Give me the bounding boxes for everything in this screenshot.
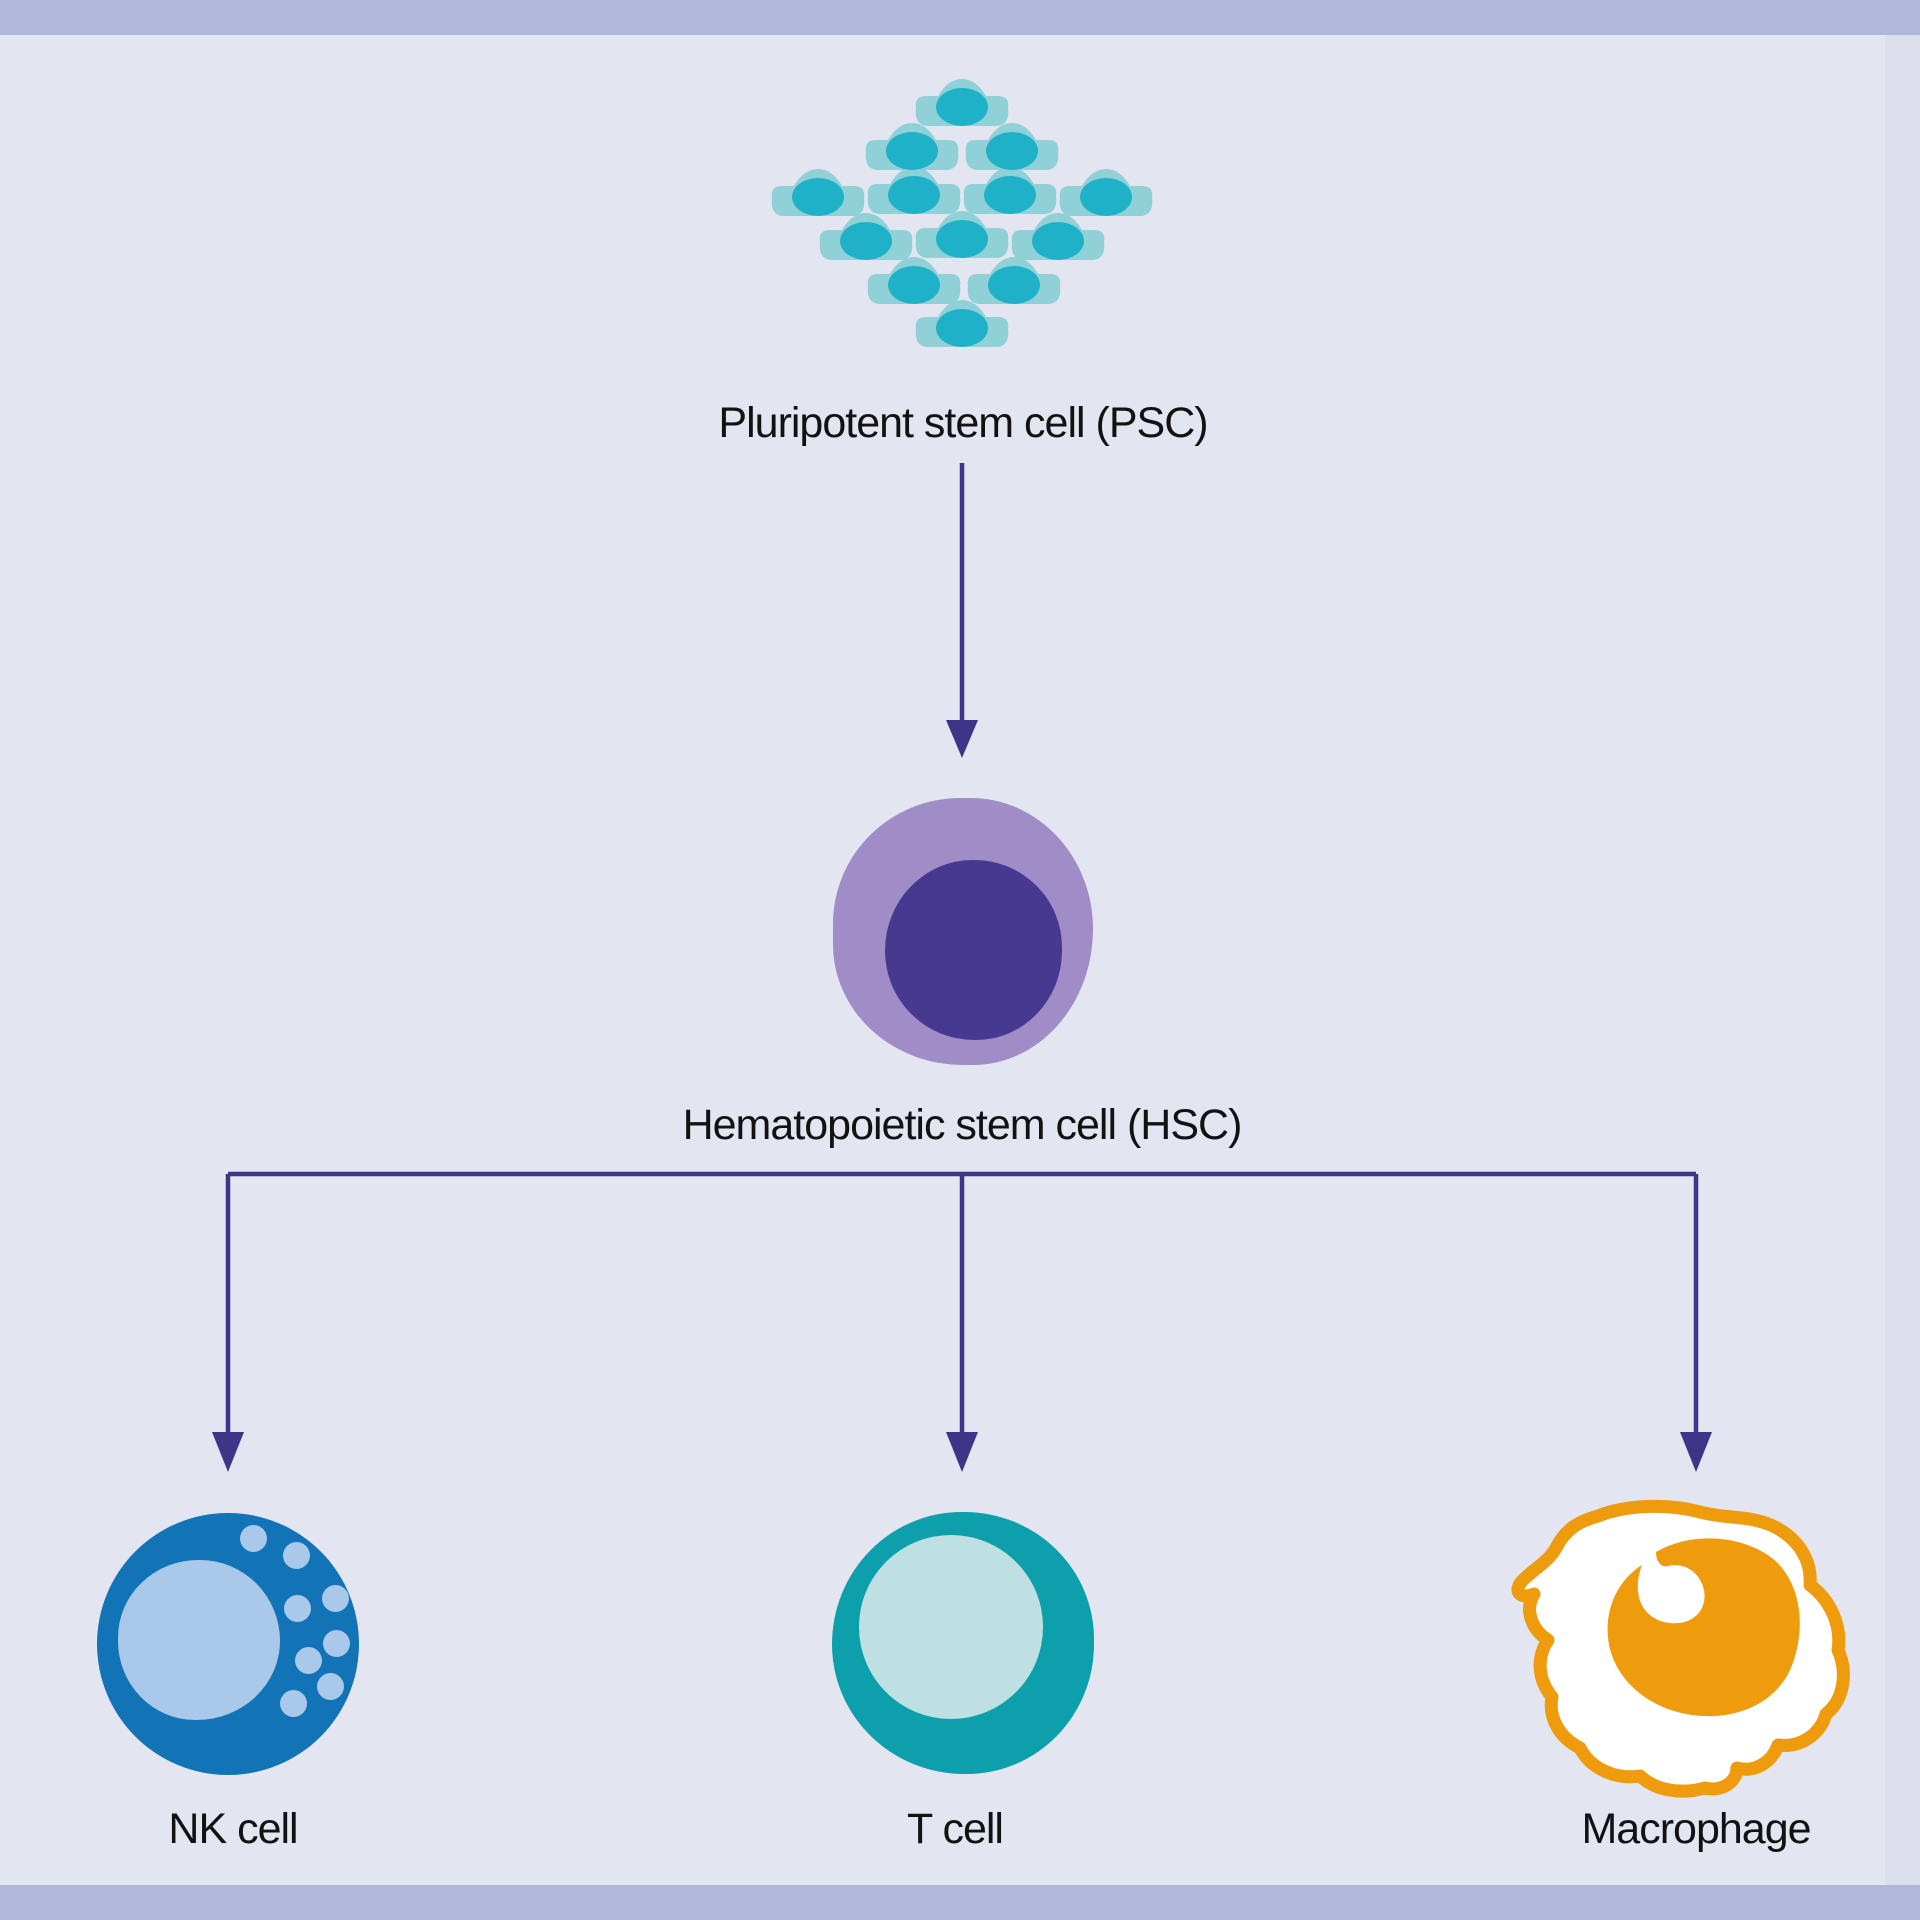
nk-granule xyxy=(280,1690,307,1717)
t-label: T cell xyxy=(907,1805,1004,1853)
nk-arrowhead-icon xyxy=(212,1432,244,1472)
nk-granule xyxy=(240,1525,267,1552)
psc-cell-nuclei xyxy=(792,88,1132,347)
macrophage-arrowhead-icon xyxy=(1680,1432,1712,1472)
psc-label: Pluripotent stem cell (PSC) xyxy=(718,399,1208,447)
right-edge-strip xyxy=(1885,35,1920,1885)
nk-label: NK cell xyxy=(168,1805,298,1853)
nk-nucleus xyxy=(118,1560,280,1720)
t-nucleus xyxy=(859,1535,1043,1719)
psc-to-hsc-arrowhead-icon xyxy=(946,720,978,758)
bottom-bar xyxy=(0,1885,1920,1920)
arrow-heads xyxy=(212,720,1712,1472)
psc-cell-cluster xyxy=(771,79,1153,347)
nk-granule xyxy=(317,1673,344,1700)
nk-granule xyxy=(283,1542,310,1569)
hsc-label: Hematopoietic stem cell (HSC) xyxy=(682,1101,1243,1149)
nk-granule xyxy=(323,1630,350,1657)
nk-granule xyxy=(295,1647,322,1674)
nk-granule xyxy=(322,1585,349,1612)
macrophage-label: Macrophage xyxy=(1581,1805,1811,1853)
arrow-lines xyxy=(225,463,1699,1434)
hsc-nucleus xyxy=(885,860,1062,1040)
top-bar xyxy=(0,0,1920,35)
macrophage-nucleus xyxy=(1607,1538,1800,1717)
nk-granule xyxy=(284,1595,311,1622)
t-arrowhead-icon xyxy=(946,1432,978,1472)
macrophage-cell xyxy=(1511,1499,1850,1798)
